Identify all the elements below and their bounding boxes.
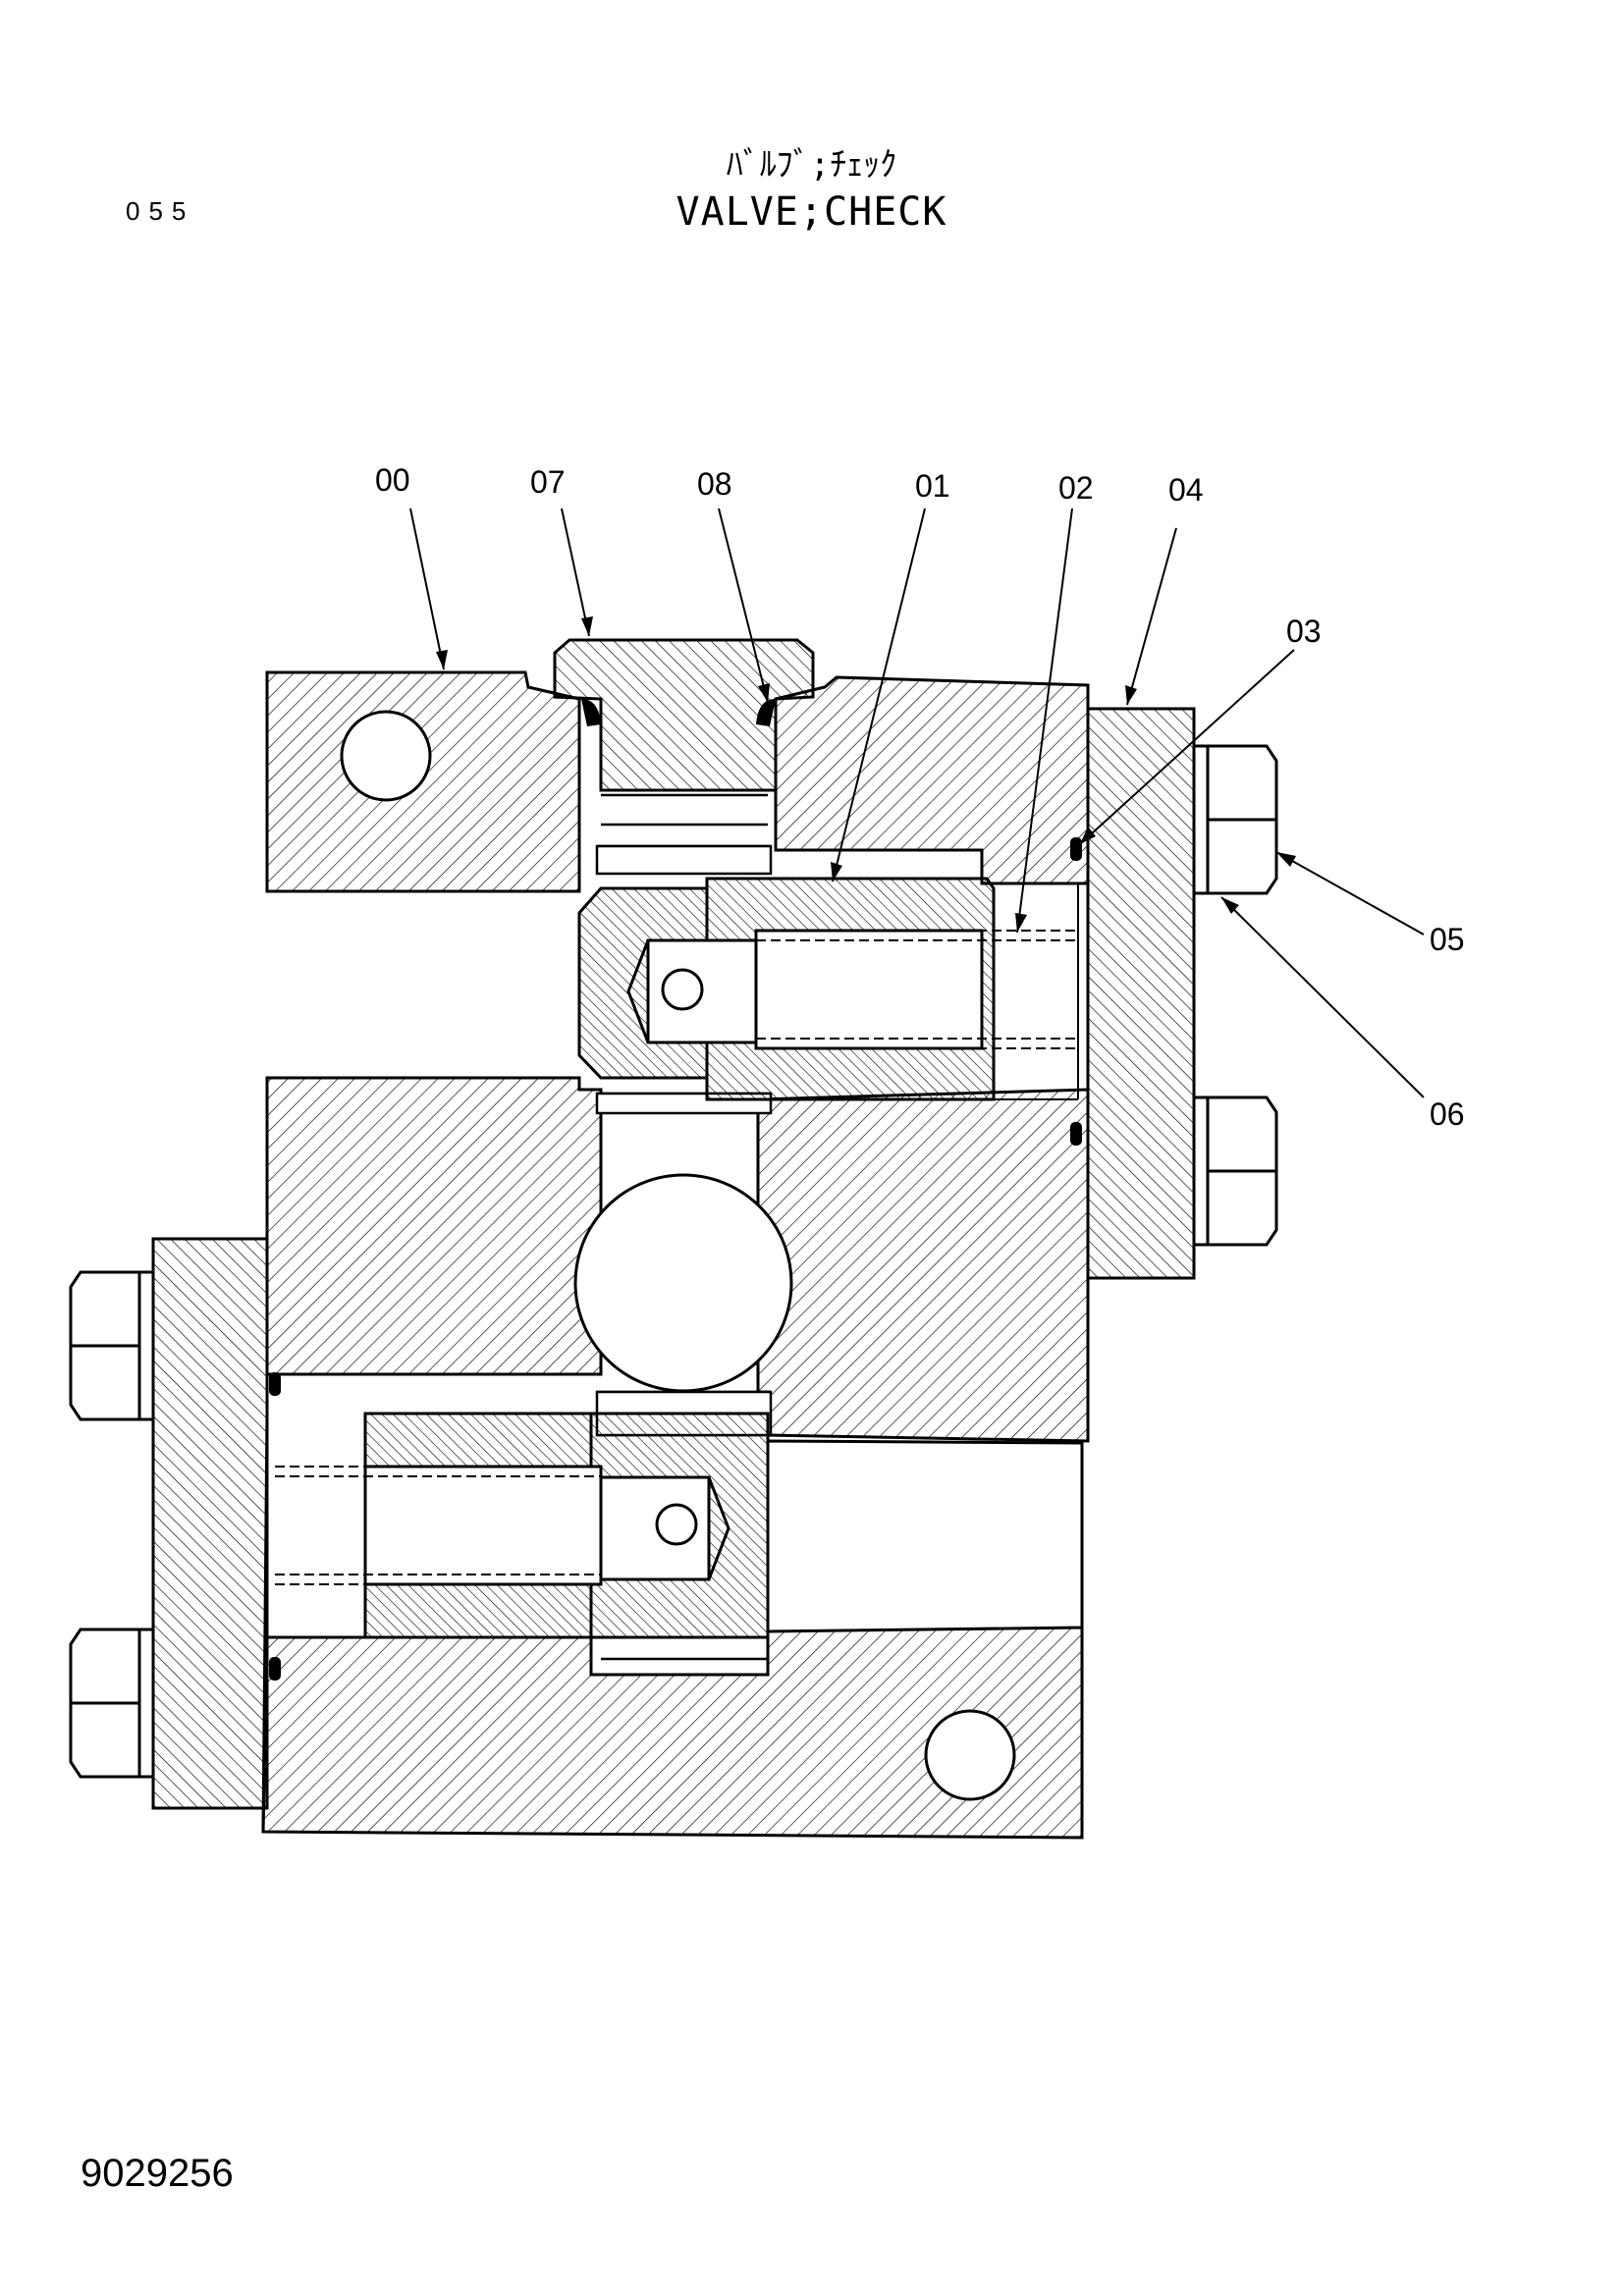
callout-04: 04 [1168,472,1204,507]
bolt-left-upper [69,1270,155,1421]
valve-body [261,670,1090,1840]
callout-03: 03 [1286,614,1322,649]
spring-upper [756,882,1080,1100]
callout-08: 08 [697,466,732,502]
cover-right [1086,707,1196,1280]
mounting-hole-upper [340,710,432,802]
bolt-left-lower [69,1628,155,1779]
bolt-right-lower [1192,1095,1278,1247]
callout-01: 01 [915,468,950,504]
o-ring-right-bottom [1070,1122,1082,1146]
callout-05: 05 [1430,922,1465,957]
callout-07: 07 [530,464,566,500]
o-ring-left-bottom [269,1657,281,1681]
poppet-upper [577,877,996,1101]
plug-o-rings [581,699,776,726]
o-ring-right-top [1070,837,1082,861]
page-code: 055 [126,196,195,226]
spring-lower [275,1466,601,1585]
cover-left [151,1237,269,1810]
callout-06: 06 [1430,1096,1465,1132]
leader-arrowheads [436,616,1296,933]
callout-00: 00 [375,462,410,498]
check-ball [573,1173,793,1393]
title-english: VALVE;CHECK [676,189,947,235]
title-japanese: ﾊﾞﾙﾌﾞ;ﾁｪｯｸ [726,145,897,185]
mounting-hole-lower [924,1709,1016,1801]
o-ring-left-top [269,1372,281,1396]
poppet-lower [363,1412,770,1639]
drawing-number: 9029256 [81,2152,234,2195]
leader-lines [409,507,1425,1098]
callout-02: 02 [1058,470,1094,506]
bolt-right-upper [1192,744,1278,895]
